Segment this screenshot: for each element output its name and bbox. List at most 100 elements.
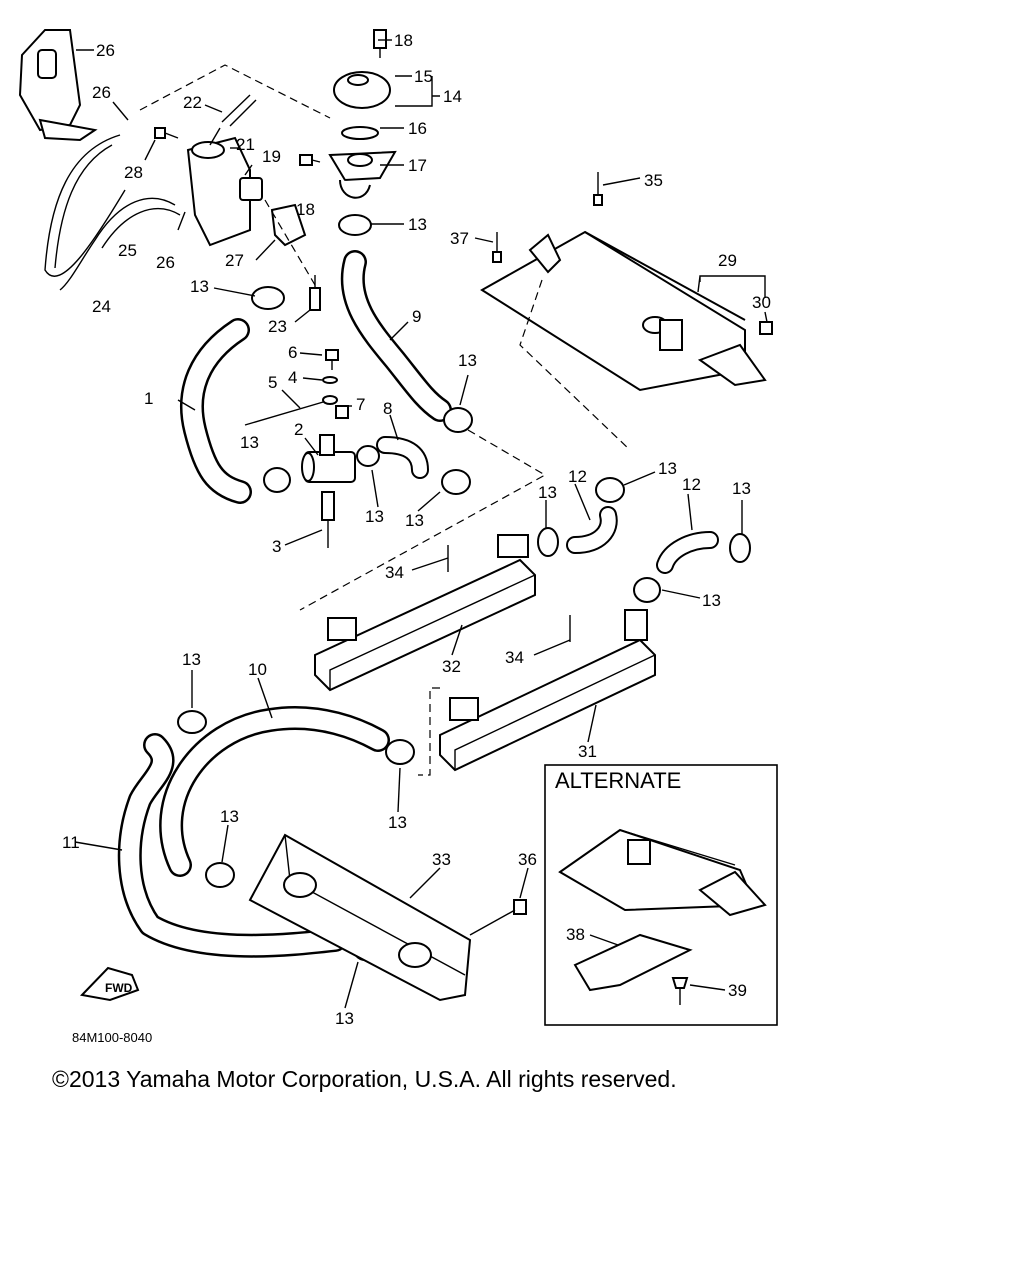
part-code: 84M100-8040 xyxy=(72,1030,152,1045)
callout-8: 8 xyxy=(383,399,392,418)
callout-24: 24 xyxy=(92,297,111,316)
guide-line-29 xyxy=(519,279,631,451)
callout-9: 9 xyxy=(412,307,421,326)
oring-16 xyxy=(341,126,379,140)
callout-26-b: 26 xyxy=(156,253,175,272)
callout-23: 23 xyxy=(268,317,287,336)
clamp-13-h xyxy=(537,527,559,557)
callout-12-b: 12 xyxy=(682,475,701,494)
hose-1 xyxy=(180,318,252,504)
clamp-13-i xyxy=(729,533,751,563)
alternate-inset: ALTERNATE xyxy=(544,764,778,1026)
elbow-8 xyxy=(376,436,429,479)
bracket-38 xyxy=(573,933,693,992)
tank-19 xyxy=(186,127,263,247)
bolt-35 xyxy=(593,172,603,206)
callout-13-b: 13 xyxy=(190,277,209,296)
callout-34-b: 34 xyxy=(505,648,524,667)
exchanger-32 xyxy=(314,534,536,692)
callout-26-a: 26 xyxy=(92,83,111,102)
housing-17 xyxy=(328,150,397,199)
callout-13-j: 13 xyxy=(702,591,721,610)
clamp-13-a xyxy=(338,214,372,236)
exchanger-31 xyxy=(439,609,656,772)
callout-13-a: 13 xyxy=(408,215,427,234)
callout-10: 10 xyxy=(248,660,267,679)
callout-4: 4 xyxy=(288,368,297,387)
callout-3: 3 xyxy=(272,537,281,556)
bolt-36 xyxy=(513,899,527,915)
callout-13-k: 13 xyxy=(182,650,201,669)
callout-13-i: 13 xyxy=(538,483,557,502)
nut-7 xyxy=(335,405,349,419)
callout-13-g: 13 xyxy=(658,459,677,478)
hose-11 xyxy=(117,733,347,958)
callout-22: 26 xyxy=(96,41,115,60)
bracket-27 xyxy=(270,203,307,247)
callout-13-m: 13 xyxy=(220,807,239,826)
callout-6: 6 xyxy=(288,343,297,362)
bolt-39 xyxy=(671,977,689,1005)
guide-line-31 xyxy=(418,687,440,776)
pipe-21 xyxy=(221,94,257,127)
callout-14: 14 xyxy=(443,87,462,106)
bolt-28 xyxy=(154,127,179,139)
bolt-37 xyxy=(492,232,502,263)
clamp-13-k xyxy=(177,710,207,734)
copyright-notice: ©2013 Yamaha Motor Corporation, U.S.A. A… xyxy=(52,1066,677,1092)
clamp-13-d xyxy=(263,467,291,493)
callout-7: 7 xyxy=(356,395,365,414)
callout-leaders xyxy=(74,39,768,1009)
callout-13-l: 13 xyxy=(388,813,407,832)
hose-10 xyxy=(159,706,390,877)
callout-13-e: 13 xyxy=(365,507,384,526)
callout-35: 35 xyxy=(644,171,663,190)
clamp-13-b xyxy=(251,286,285,310)
callout-1: 1 xyxy=(144,389,153,408)
callout-16: 16 xyxy=(408,119,427,138)
callout-37: 37 xyxy=(450,229,469,248)
guide-line-27 xyxy=(264,199,316,286)
exchanger-29 xyxy=(480,230,767,392)
clamp-13-g xyxy=(595,477,625,503)
elbow-12-a xyxy=(566,506,618,554)
plug-23 xyxy=(309,275,321,311)
callout-39: 39 xyxy=(728,981,747,1000)
clamp-13-f xyxy=(441,469,471,495)
callout-19: 19 xyxy=(262,147,281,166)
callout-11: 11 xyxy=(62,833,80,852)
callout-12-a: 12 xyxy=(568,467,587,486)
parts-diagram: FWD ALTERNATE xyxy=(18,29,778,1045)
clamp-13-c xyxy=(443,407,473,433)
callout-30: 30 xyxy=(752,293,771,312)
callout-18-a: 18 xyxy=(394,31,413,50)
callout-31: 31 xyxy=(578,742,597,761)
fwd-label: FWD xyxy=(105,981,133,995)
callout-27: 27 xyxy=(225,251,244,270)
bolt-18 xyxy=(373,29,387,58)
callout-labels: 26 18 15 14 16 17 13 26 22 21 19 28 18 2… xyxy=(62,31,771,1028)
callout-21: 22 xyxy=(183,93,202,112)
elbow-12-b xyxy=(656,531,719,574)
rod-5 xyxy=(244,395,338,426)
washer-4 xyxy=(322,376,338,384)
callout-25: 25 xyxy=(118,241,137,260)
callout-18-b: 18 xyxy=(296,200,315,219)
hose-25 xyxy=(59,197,181,291)
callout-38: 38 xyxy=(566,925,585,944)
fitting-2 xyxy=(301,434,356,483)
callout-13-c: 13 xyxy=(458,351,477,370)
callout-2: 2 xyxy=(294,420,303,439)
callout-28: 28 xyxy=(124,163,143,182)
callout-33: 33 xyxy=(432,850,451,869)
clamp-13-j xyxy=(633,577,661,603)
clamp-13-m xyxy=(205,862,235,888)
callout-13-f: 13 xyxy=(405,511,424,530)
callout-32: 32 xyxy=(442,657,461,676)
guide-line-top xyxy=(139,64,331,119)
clamp-13-l xyxy=(385,739,415,765)
bolt-30 xyxy=(759,321,773,335)
guide-line-9 xyxy=(299,429,547,611)
hose-24 xyxy=(44,134,126,277)
callout-34-a: 34 xyxy=(385,563,404,582)
